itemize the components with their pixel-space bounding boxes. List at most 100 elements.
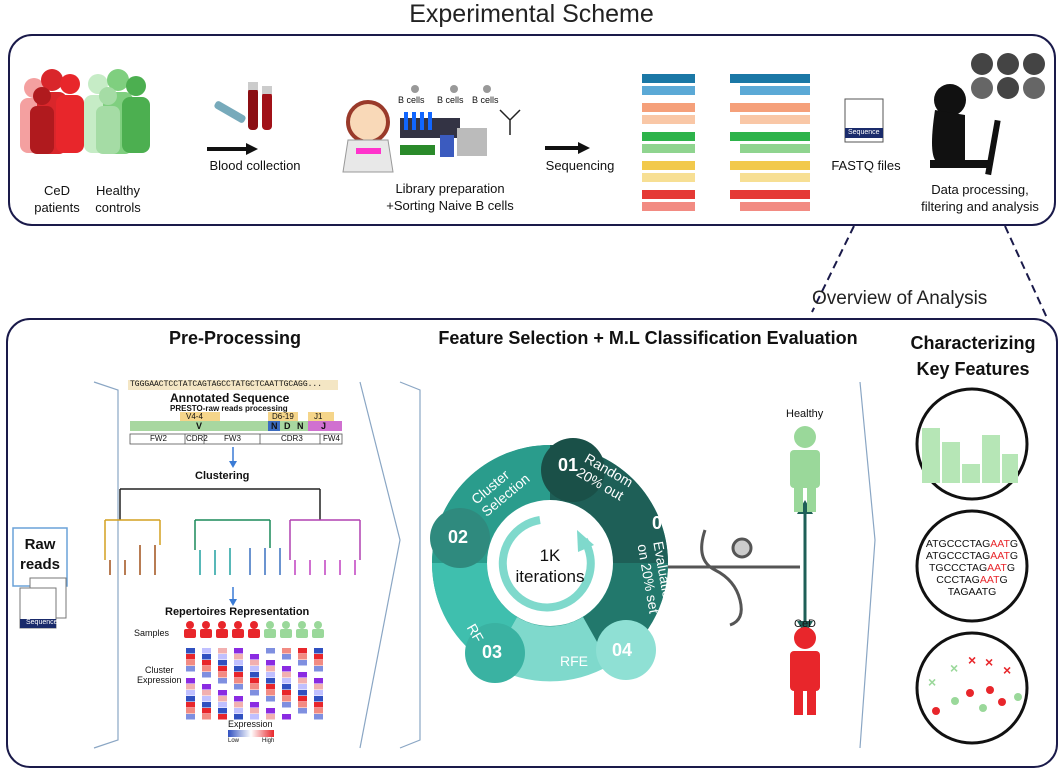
heatmap-cell: [186, 690, 195, 696]
heatmap-cell: [186, 684, 195, 690]
heatmap-cell: [186, 708, 195, 714]
heatmap-cell: [234, 714, 243, 720]
heatmap-cell: [282, 714, 291, 720]
preprocessing-header: Pre-Processing: [168, 328, 302, 348]
fastq-label: FASTQ files: [831, 158, 901, 173]
dna-strands-icon: [642, 74, 810, 211]
heatmap-cell: [186, 648, 195, 654]
heatmap-cell: [234, 666, 243, 672]
annotated-sequence-label: Annotated Sequence: [170, 391, 290, 405]
fastq-doc-label: Sequence: [848, 129, 880, 136]
ced-person-icon: [790, 627, 820, 715]
j-label: J: [321, 421, 327, 431]
heatmap-cell: [314, 702, 323, 708]
heatmap-cell: [186, 714, 195, 720]
main-title: Experimental Scheme: [409, 0, 654, 28]
feature-scatter-circle: × × × × ×: [915, 631, 1029, 745]
heatmap-cell: [250, 690, 259, 696]
key-sequence-line: TGCCCTAGAATG: [929, 562, 1015, 574]
key-sequence-line: CCCTAGAATG: [936, 574, 1008, 586]
heatmap-cell: [314, 708, 323, 714]
step-03-number: 03: [482, 642, 503, 662]
heatmap-cell: [218, 660, 227, 666]
heatmap-cell: [202, 654, 211, 660]
samples-label: Samples: [134, 628, 170, 638]
heatmap-cell: [266, 696, 275, 702]
heatmap-cell: [250, 666, 259, 672]
heatmap-cell: [202, 690, 211, 696]
heatmap-cell: [234, 696, 243, 702]
fw3-label: FW3: [224, 434, 241, 443]
heatmap-cell: [298, 708, 307, 714]
heatmap-cell: [202, 666, 211, 672]
heatmap-cell: [282, 660, 291, 666]
heatmap-cell: [234, 708, 243, 714]
feature-seq-circle: [915, 509, 1029, 623]
bcell-label-3: B cells: [472, 95, 499, 105]
heatmap-cell: [234, 684, 243, 690]
heatmap-cell: [218, 696, 227, 702]
heatmap-cell: [298, 714, 307, 720]
step-05-number: 05: [652, 513, 673, 533]
heatmap-cell: [282, 654, 291, 660]
cdr2-label: CDR2: [186, 434, 208, 443]
heatmap-cell: [314, 696, 323, 702]
step-02-number: 02: [448, 527, 469, 547]
heatmap-cell: [282, 690, 291, 696]
high-label: High: [262, 738, 275, 744]
heatmap-cell: [266, 684, 275, 690]
v44-label: V4-4: [186, 412, 203, 421]
blood-collection-label: Blood collection: [209, 158, 301, 173]
heatmap-cell: [218, 678, 227, 684]
data-processing-label: Data processing,filtering and analysis: [921, 182, 1039, 214]
lab-equipment-icon: [400, 85, 521, 157]
dendrogram: [104, 488, 361, 575]
j1-label: J1: [314, 412, 323, 421]
heatmap-cell: [250, 684, 259, 690]
expression-gradient: [228, 730, 274, 737]
cdr3-label: CDR3: [281, 434, 303, 443]
heatmap-cell: [186, 666, 195, 672]
heatmap-cell: [218, 666, 227, 672]
expression-legend-label: Expression: [228, 719, 273, 729]
heatmap-cell: [266, 714, 275, 720]
healthy-person-icon: [790, 426, 820, 512]
heatmap-cell: [218, 654, 227, 660]
heatmap-cell: [186, 654, 195, 660]
heatmap-cell: [250, 660, 259, 666]
feature-bar-circle: [915, 387, 1029, 501]
heatmap-cell: [202, 714, 211, 720]
heatmap-cell: [282, 708, 291, 714]
svg-text:×: ×: [928, 674, 936, 690]
heatmap-cell: [314, 654, 323, 660]
heatmap-cell: [250, 696, 259, 702]
key-sequence-line: TAGAATG: [947, 586, 997, 598]
feature-selection-header: Feature Selection + M.L Classification E…: [438, 328, 858, 348]
heatmap-cell: [282, 684, 291, 690]
heatmap-cell: [234, 702, 243, 708]
ced-patients-icon: [20, 69, 84, 154]
heatmap-cell: [250, 654, 259, 660]
analysis-panel: [6, 318, 1058, 768]
heatmap-cell: [282, 696, 291, 702]
v-label: V: [196, 421, 203, 431]
heatmap-cell: [234, 654, 243, 660]
sequencing-label: Sequencing: [545, 158, 615, 173]
fastq-file-icon: [844, 98, 884, 143]
heatmap-cell: [202, 684, 211, 690]
heatmap-cell: [250, 678, 259, 684]
heatmap-cell: [266, 690, 275, 696]
heatmap-cell: [202, 660, 211, 666]
heatmap-cell: [298, 654, 307, 660]
heatmap-cell: [298, 678, 307, 684]
heatmap-cell: [202, 702, 211, 708]
heatmap-cell: [314, 660, 323, 666]
heatmap-cell: [234, 678, 243, 684]
healthy-controls-icon: [84, 69, 150, 154]
heatmap-cell: [266, 654, 275, 660]
heatmap-cell: [298, 648, 307, 654]
heatmap-cell: [266, 672, 275, 678]
